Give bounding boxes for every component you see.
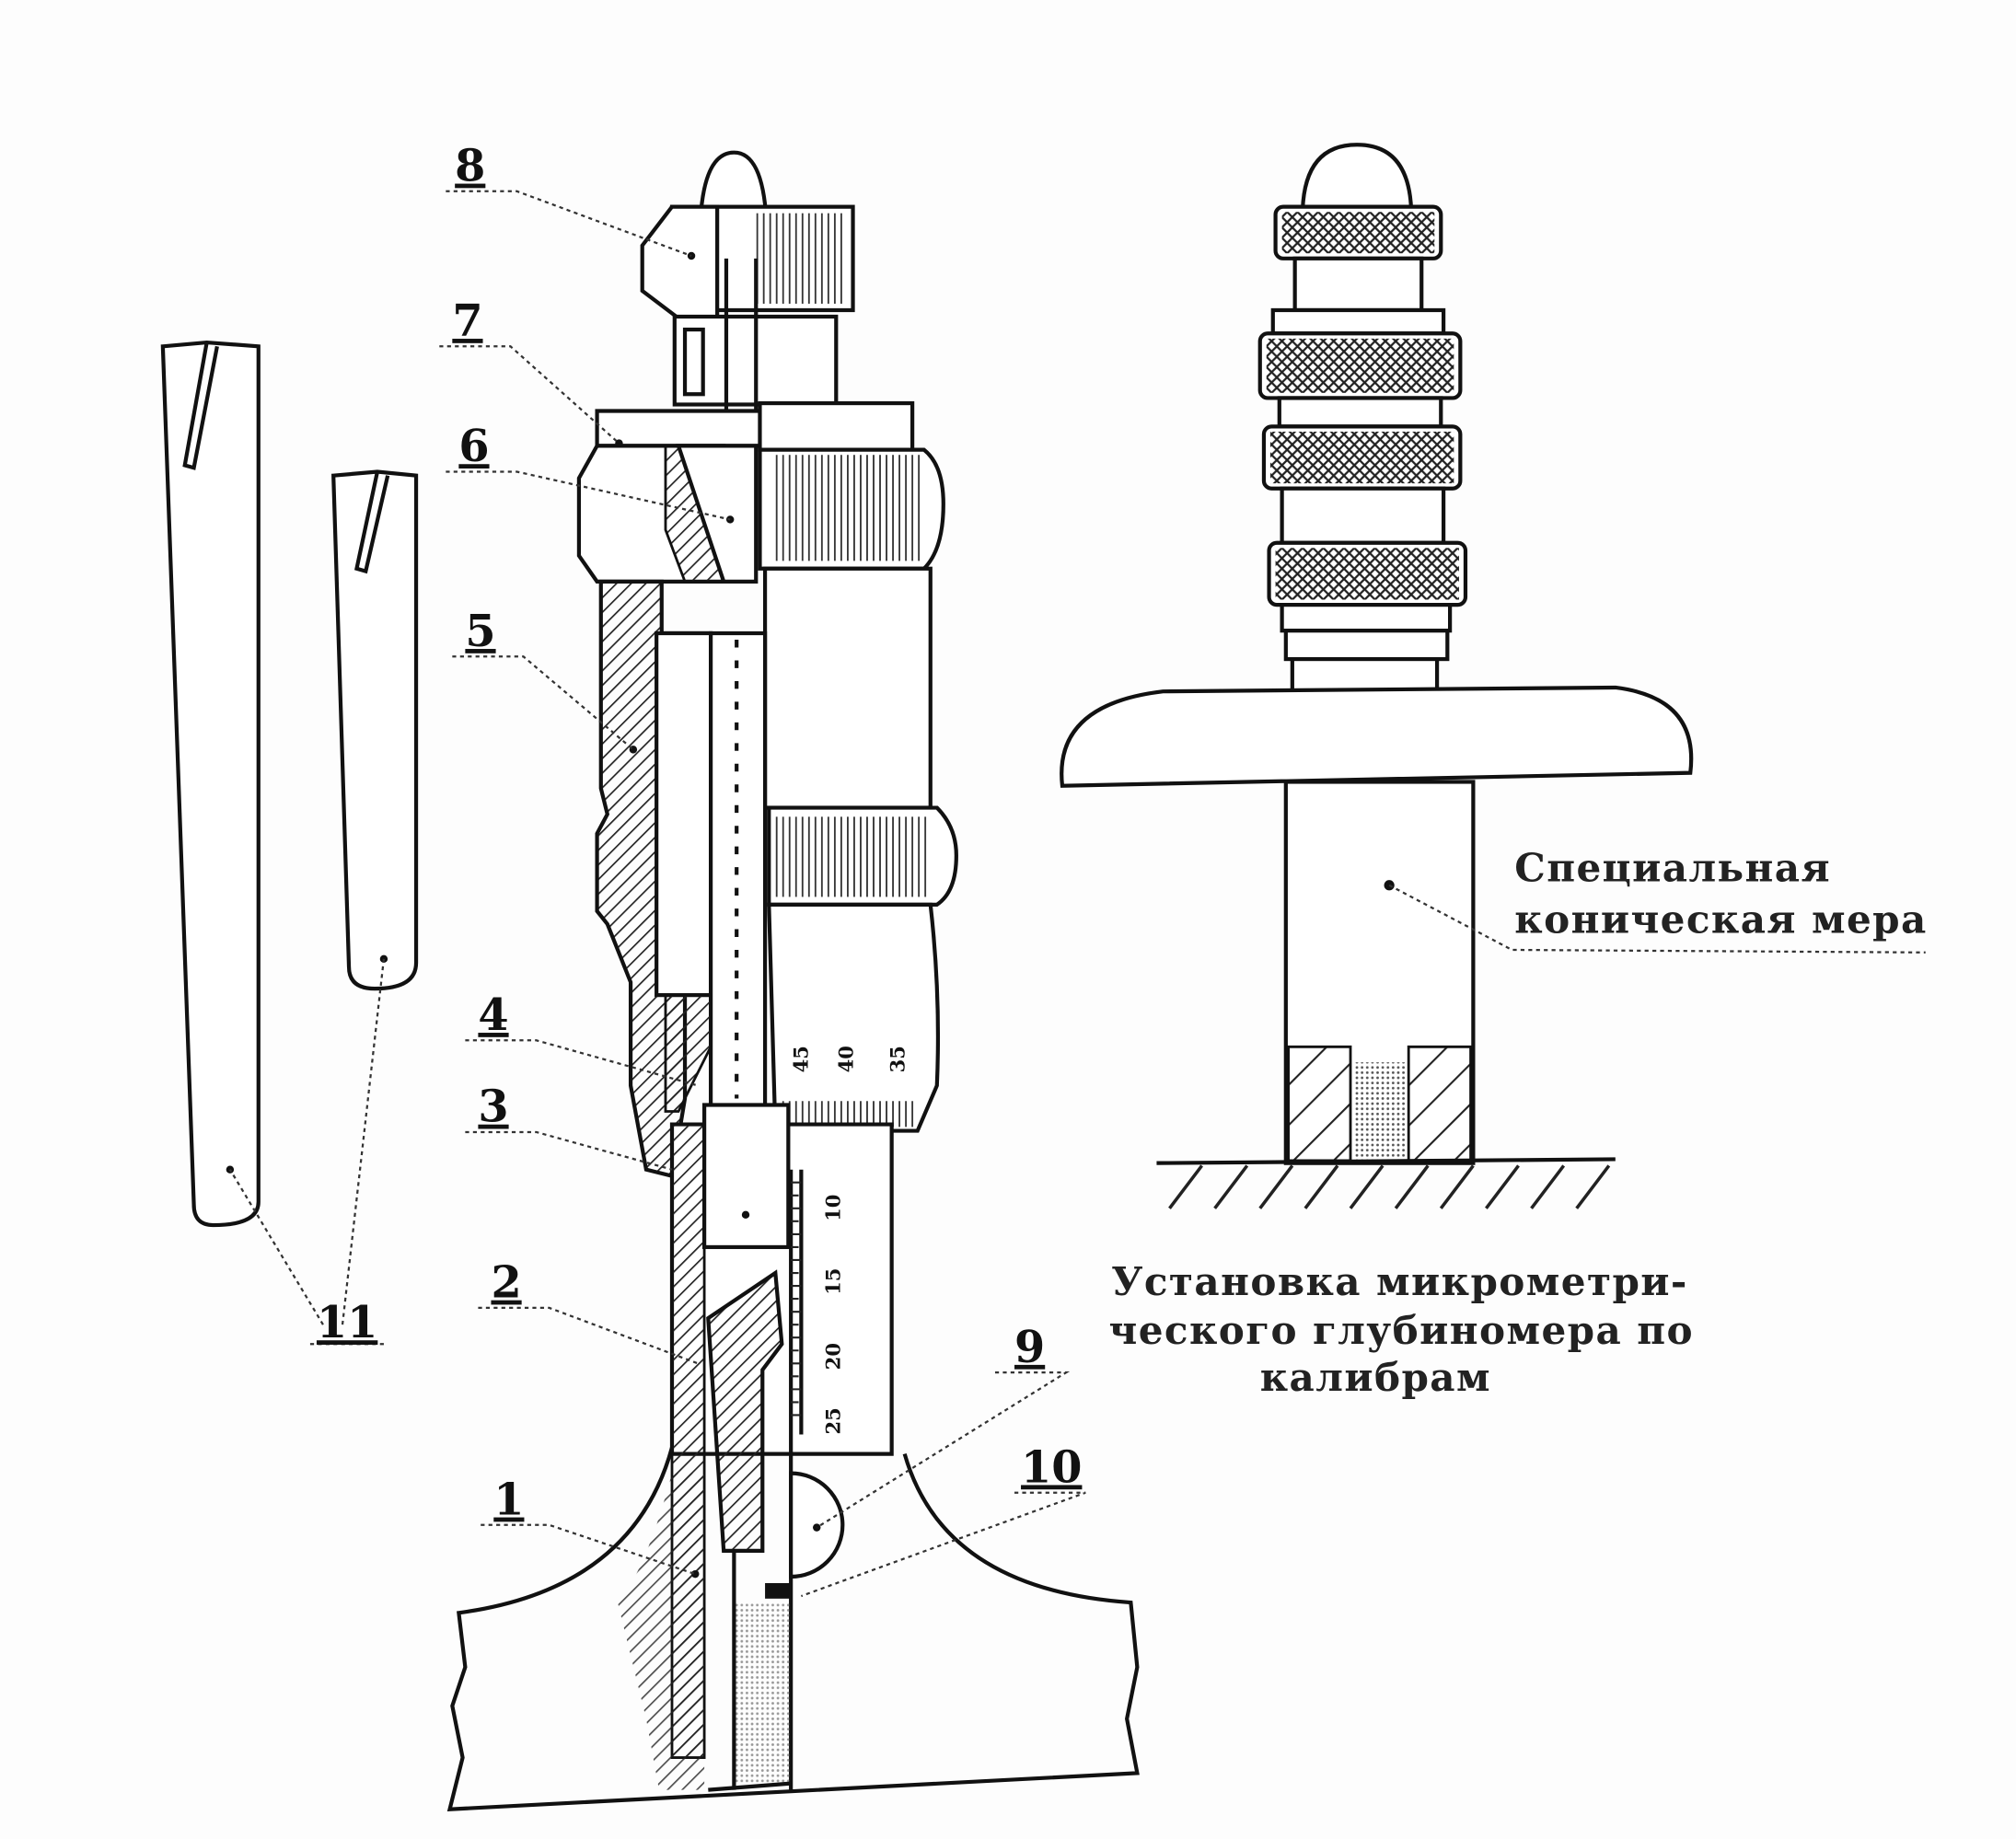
stem-scale-10: 10 [822,1195,845,1221]
part-label-1: 1 [493,1475,524,1526]
rod-11-long [160,340,261,1228]
leader-lines [228,190,1086,1598]
stem-scale-15: 15 [822,1268,845,1295]
stem-scale-20: 20 [822,1343,845,1370]
part-label-5: 5 [465,606,495,657]
gauge-label-line1: Специальная [1514,845,1831,891]
stem-scale-25: 25 [822,1407,845,1434]
rod-11-short [331,469,419,991]
thimble-scale-40: 40 [835,1046,858,1072]
caption-line1: Установка микрометри- [1111,1258,1688,1304]
part-label-4: 4 [478,989,508,1041]
part-label-7: 7 [452,295,482,347]
part-label-11: 11 [317,1297,377,1348]
caption-line2: ческого глубиномера по [1109,1307,1694,1353]
part-label-10: 10 [1021,1441,1082,1493]
thimble-scale-45: 45 [789,1046,812,1072]
part-label-3: 3 [478,1081,508,1133]
caption-line3: калибрам [1260,1354,1491,1400]
thimble-scale-35: 35 [886,1046,910,1072]
stem-ruler: 10 15 20 25 [791,1169,845,1435]
part-label-6: 6 [458,421,489,472]
micrometer-depth-gauge: 45 40 35 10 15 20 25 [446,150,1140,1811]
part-label-9: 9 [1014,1322,1045,1373]
part-label-2: 2 [491,1257,521,1309]
conical-gauge-setup [1060,143,1926,1209]
part-label-8: 8 [455,141,485,192]
gauge-label-line2: коническая мера [1514,896,1927,943]
